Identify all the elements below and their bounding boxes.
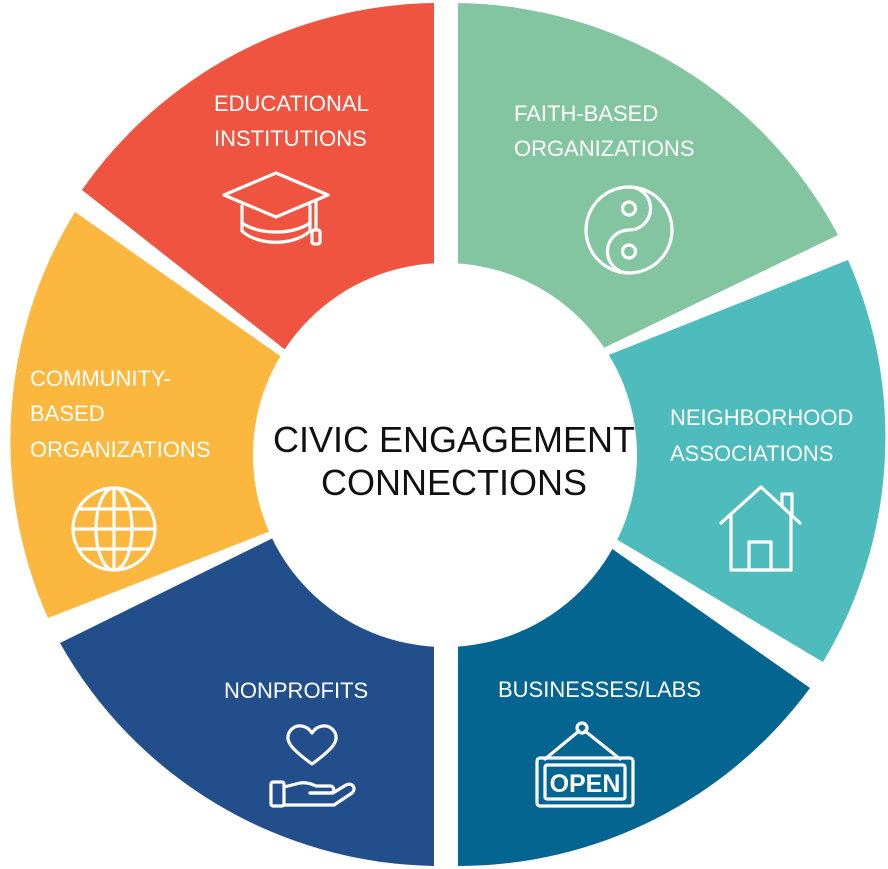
graduation-cap-icon — [222, 171, 330, 246]
community-label-line-3: ORGANIZATIONS — [30, 437, 211, 462]
heart-in-hand-icon — [269, 724, 356, 808]
neighborhood-label-line-1: NEIGHBORHOOD — [670, 405, 853, 430]
open-sign-text: OPEN — [550, 770, 621, 798]
open-sign-icon: OPEN — [535, 721, 635, 808]
house-icon — [719, 485, 802, 572]
nonprofits-label: NONPROFITS — [224, 678, 368, 703]
community-label-line-1: COMMUNITY- — [30, 366, 171, 391]
center-title-line-1: CIVIC ENGAGEMENT — [273, 419, 635, 460]
yin-yang-icon — [584, 185, 674, 275]
label-faith-based: FAITH-BASED ORGANIZATIONS — [514, 101, 695, 161]
label-neighborhood: NEIGHBORHOOD ASSOCIATIONS — [670, 405, 853, 466]
community-label-line-2: BASED — [30, 401, 105, 426]
label-educational: EDUCATIONAL INSTITUTIONS — [214, 91, 369, 151]
label-nonprofits: NONPROFITS — [224, 678, 368, 703]
globe-icon — [71, 486, 157, 572]
label-community-based: COMMUNITY- BASED ORGANIZATIONS — [30, 366, 211, 462]
neighborhood-label-line-2: ASSOCIATIONS — [670, 441, 833, 466]
faith-based-label-line-2: ORGANIZATIONS — [514, 136, 695, 161]
educational-label-line-2: INSTITUTIONS — [214, 126, 367, 151]
faith-based-label-line-1: FAITH-BASED — [514, 101, 658, 126]
businesses-label: BUSINESSES/LABS — [498, 677, 701, 702]
center-circle — [253, 263, 637, 647]
center-title-line-2: CONNECTIONS — [321, 462, 587, 503]
label-businesses: BUSINESSES/LABS — [498, 677, 701, 702]
educational-label-line-1: EDUCATIONAL — [214, 91, 369, 116]
